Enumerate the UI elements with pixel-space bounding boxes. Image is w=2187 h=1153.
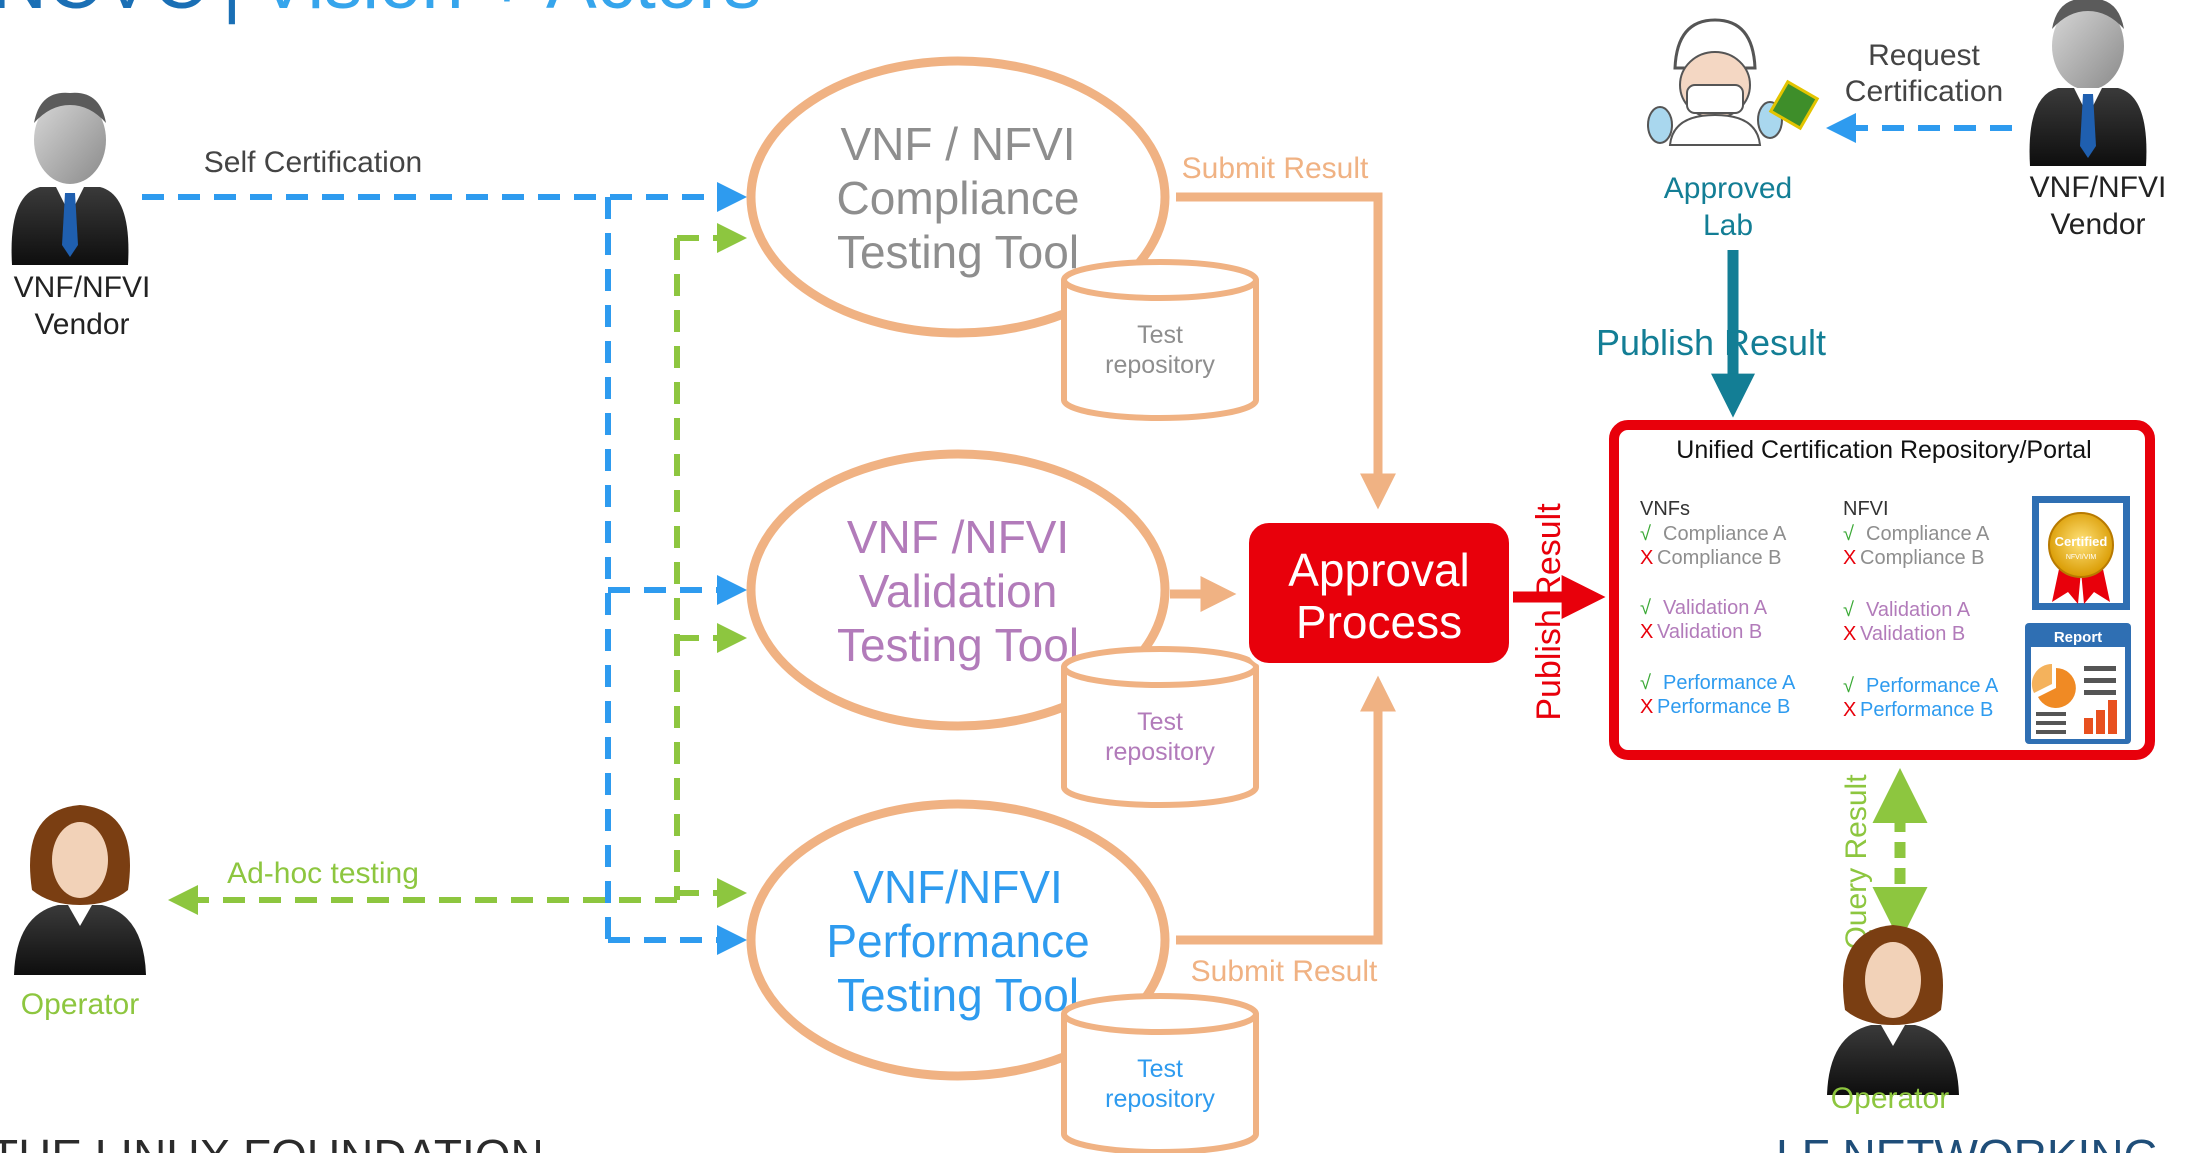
vnf-compliance-a: Compliance A xyxy=(1663,523,1787,545)
lab-publish-result-label: Publish Result xyxy=(1596,322,1826,363)
report-title: Report xyxy=(2054,629,2102,646)
nfvi-validation-b: Validation B xyxy=(1860,623,1965,645)
compliance-tool-line2: Compliance xyxy=(837,172,1080,224)
title-vision-actors: Vision + Actors xyxy=(258,0,761,25)
report-icon: Report xyxy=(2025,623,2131,744)
certified-badge-icon: Certified NFVI/VIM xyxy=(2032,496,2130,610)
approved-lab-line1: Approved xyxy=(1664,172,1792,205)
vnf-compliance-b: Compliance B xyxy=(1657,547,1782,569)
portal-nfvi-list: √ Compliance A X Compliance B √ Validati… xyxy=(1843,523,1999,721)
operator-right-label: Operator xyxy=(1831,1082,1949,1115)
performance-tool-line2: Performance xyxy=(826,915,1089,967)
request-certification-line1: Request xyxy=(1868,39,1980,72)
certification-portal: Unified Certification Repository/Portal … xyxy=(1609,420,2155,760)
footer-lf-networking-logo: LF NETWORKING xyxy=(1776,1130,2159,1153)
check-icon: √ xyxy=(1640,597,1651,619)
adhoc-testing-label: Ad-hoc testing xyxy=(227,857,419,890)
validation-tool: VNF /NFVI Validation Testing Tool xyxy=(746,449,1170,731)
repository-compliance-line1: Test xyxy=(1137,321,1183,349)
vnf-validation-a: Validation A xyxy=(1663,597,1768,619)
submit-result-connectors xyxy=(1170,192,1396,945)
submit-result-top-arrow xyxy=(1176,192,1396,510)
repository-validation: Test repository xyxy=(1061,646,1259,808)
nfvi-validation-a: Validation A xyxy=(1866,599,1971,621)
footer-linux-foundation-logo: THE LINUX FOUNDATION xyxy=(0,1130,544,1153)
title-ncvc: NCVC xyxy=(0,0,207,25)
vendor-left-label-line1: VNF/NFVI xyxy=(14,271,151,304)
cross-icon: X xyxy=(1640,696,1653,718)
repository-compliance-line2: repository xyxy=(1105,351,1215,379)
vendor-left-label-line2: Vendor xyxy=(34,308,129,341)
repository-validation-line1: Test xyxy=(1137,708,1183,736)
repository-performance: Test repository xyxy=(1061,993,1259,1153)
validation-tool-line3: Testing Tool xyxy=(837,619,1079,671)
validation-tool-line2: Validation xyxy=(859,565,1058,617)
adhoc-connectors xyxy=(168,223,747,915)
vendor-right-icon xyxy=(2029,0,2147,166)
performance-tool-line1: VNF/NFVI xyxy=(853,861,1063,913)
portal-vnfs-list: √ Compliance A X Compliance B √ Validati… xyxy=(1640,523,1796,718)
check-icon: √ xyxy=(1640,523,1651,545)
approval-line2: Process xyxy=(1296,596,1462,648)
badge-text: Certified xyxy=(2055,534,2108,549)
repository-performance-line1: Test xyxy=(1137,1055,1183,1083)
submit-result-bottom-arrow xyxy=(1176,675,1396,945)
submit-result-top-label: Submit Result xyxy=(1182,152,1369,185)
vendor-right-label-line2: Vendor xyxy=(2050,208,2145,241)
compliance-tool-line1: VNF / NFVI xyxy=(840,118,1075,170)
operator-left-label: Operator xyxy=(21,988,139,1021)
operator-left-icon xyxy=(14,805,146,975)
repository-validation-line2: repository xyxy=(1105,738,1215,766)
portal-title: Unified Certification Repository/Portal xyxy=(1676,436,2091,464)
title-separator: | xyxy=(222,0,242,25)
check-icon: √ xyxy=(1640,672,1651,694)
vnf-performance-b: Performance B xyxy=(1657,696,1790,718)
nfvi-compliance-a: Compliance A xyxy=(1866,523,1990,545)
approved-lab-line2: Lab xyxy=(1703,209,1753,242)
check-icon: √ xyxy=(1843,523,1854,545)
check-icon: √ xyxy=(1843,675,1854,697)
badge-subtext: NFVI/VIM xyxy=(2066,554,2097,561)
cross-icon: X xyxy=(1843,547,1856,569)
approval-process-box: Approval Process xyxy=(1245,519,1513,667)
compliance-tool-line3: Testing Tool xyxy=(837,226,1079,278)
nfvi-performance-b: Performance B xyxy=(1860,699,1993,721)
cross-icon: X xyxy=(1640,621,1653,643)
portal-vnfs-header: VNFs xyxy=(1640,498,1690,520)
request-certification-line2: Certification xyxy=(1845,75,2003,108)
validation-tool-line1: VNF /NFVI xyxy=(847,511,1069,563)
approved-lab-icon xyxy=(1647,18,1820,146)
page-title: NCVC | Vision + Actors xyxy=(0,0,761,25)
performance-tool: VNF/NFVI Performance Testing Tool xyxy=(746,799,1170,1081)
compliance-tool: VNF / NFVI Compliance Testing Tool xyxy=(746,56,1170,338)
submit-result-bottom-label: Submit Result xyxy=(1191,955,1378,988)
vnf-performance-a: Performance A xyxy=(1663,672,1796,694)
operator-right-icon xyxy=(1827,925,1959,1095)
query-result-label: Query Result xyxy=(1840,774,1873,950)
cross-icon: X xyxy=(1843,699,1856,721)
vendor-left-icon xyxy=(11,92,129,265)
performance-tool-line3: Testing Tool xyxy=(837,969,1079,1021)
nfvi-compliance-b: Compliance B xyxy=(1860,547,1985,569)
self-certification-label: Self Certification xyxy=(204,146,422,179)
check-icon: √ xyxy=(1843,599,1854,621)
approval-line1: Approval xyxy=(1288,544,1470,596)
nfvi-performance-a: Performance A xyxy=(1866,675,1999,697)
vendor-right-label-line1: VNF/NFVI xyxy=(2030,171,2167,204)
publish-result-vertical-label: Publish Result xyxy=(1530,503,1568,721)
portal-nfvi-header: NFVI xyxy=(1843,498,1889,520)
repository-compliance: Test repository xyxy=(1061,259,1259,421)
repository-performance-line2: repository xyxy=(1105,1085,1215,1113)
cross-icon: X xyxy=(1640,547,1653,569)
vnf-validation-b: Validation B xyxy=(1657,621,1762,643)
cross-icon: X xyxy=(1843,623,1856,645)
self-certification-connectors xyxy=(142,182,747,955)
